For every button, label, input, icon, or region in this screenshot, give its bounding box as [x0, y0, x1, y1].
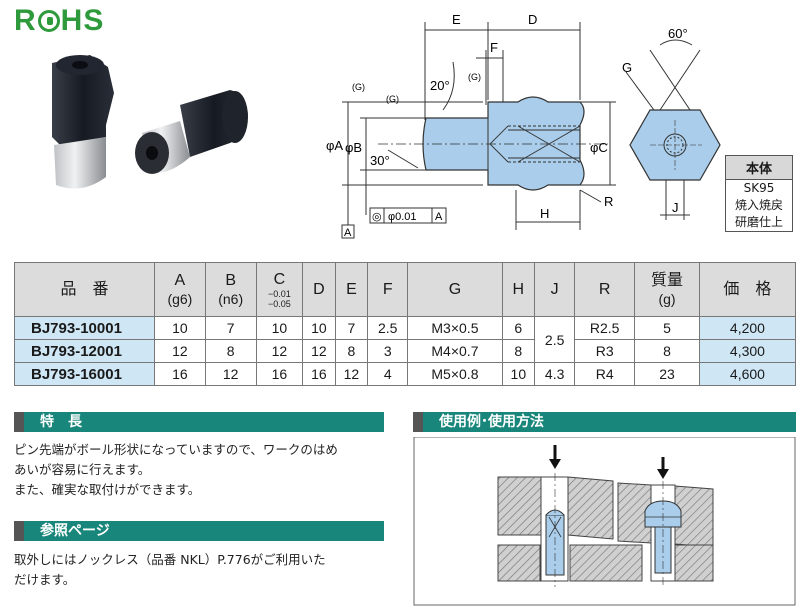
cell-d: 16	[302, 362, 336, 386]
cell-e: 8	[334, 339, 369, 363]
material-line: 研磨仕上	[734, 215, 783, 229]
hex-g-label: G	[622, 60, 632, 75]
material-line: SK95	[743, 181, 775, 195]
header-c: C−0.01−0.05	[255, 262, 304, 317]
dim-phic-label: φC	[590, 140, 608, 155]
angle-20-label: 20°	[430, 78, 450, 93]
header-a: A(g6)	[154, 262, 206, 317]
header-price: 価 格	[698, 262, 797, 317]
hex-angle-label: 60°	[668, 26, 688, 41]
dim-g-side-label: (G)	[352, 82, 365, 92]
cell-c: 16	[255, 362, 304, 386]
dim-e-label: E	[452, 12, 461, 27]
cell-e: 7	[334, 316, 369, 340]
material-line: 焼入焼戻	[734, 198, 783, 212]
dim-g-sym-label: (G)	[386, 94, 399, 104]
material-box: 本体 SK95 焼入焼戻 研磨仕上	[725, 155, 793, 232]
header-b: B(n6)	[204, 262, 257, 317]
cell-a: 16	[154, 362, 206, 386]
tol-value: φ0.01	[388, 211, 417, 223]
cell-b: 8	[204, 339, 257, 363]
header-d: D	[302, 262, 336, 317]
material-title: 本体	[726, 156, 792, 180]
angle-30-label: 30°	[370, 153, 390, 168]
cell-f: 3	[367, 339, 409, 363]
cell-c: 12	[255, 339, 304, 363]
table-header-row: 品 番 A(g6) B(n6) C−0.01−0.05 D E F G H J …	[14, 262, 797, 317]
cell-r: R3	[574, 339, 636, 363]
table-row: BJ793-16001 16 12 16 16 12 4 M5×0.8 10 4…	[14, 362, 797, 386]
header-part: 品 番	[14, 262, 155, 317]
features-text: ピン先端がボール形状になっていますので、ワークのはめ あいが容易に行えます。 ま…	[14, 442, 338, 497]
rohs-globe-icon	[37, 10, 60, 32]
cell-f: 4	[367, 362, 409, 386]
cell-j: 4.3	[534, 362, 576, 386]
reference-text: 取外しにはノックレス（品番 NKL）P.776がご利用いた だけます。	[14, 552, 326, 587]
spec-table: 品 番 A(g6) B(n6) C−0.01−0.05 D E F G H J …	[14, 262, 797, 386]
cell-j: 2.5	[534, 316, 576, 363]
cell-price: 4,300	[698, 339, 797, 363]
cell-mass: 23	[634, 362, 700, 386]
tol-ref: A	[435, 211, 443, 223]
dim-d-label: D	[528, 12, 537, 27]
dim-r-label: R	[604, 194, 613, 209]
cell-d: 10	[302, 316, 336, 340]
header-f: F	[367, 262, 409, 317]
cell-r: R4	[574, 362, 636, 386]
cell-h: 6	[501, 316, 536, 340]
cell-g: M5×0.8	[407, 362, 503, 386]
usage-heading: 使用例･使用方法	[413, 412, 796, 432]
tol-symbol: ◎	[372, 211, 382, 223]
dim-phia-label: φA	[326, 138, 343, 153]
header-j: J	[534, 262, 576, 317]
cell-part: BJ793-12001	[14, 339, 155, 363]
cell-mass: 8	[634, 339, 700, 363]
cell-a: 12	[154, 339, 206, 363]
cell-part: BJ793-10001	[14, 316, 155, 340]
cell-g: M3×0.5	[407, 316, 503, 340]
header-mass: 質量(g)	[634, 262, 700, 317]
table-row: BJ793-12001 12 8 12 12 8 3 M4×0.7 8 R3 8…	[14, 339, 797, 363]
cell-b: 12	[204, 362, 257, 386]
cell-r: R2.5	[574, 316, 636, 340]
cell-a: 10	[154, 316, 206, 340]
cell-h: 8	[501, 339, 536, 363]
press-arrow-icon	[549, 445, 561, 469]
dim-h-label: H	[540, 206, 549, 221]
cell-price: 4,200	[698, 316, 797, 340]
cell-e: 12	[334, 362, 369, 386]
cell-b: 7	[204, 316, 257, 340]
cell-price: 4,600	[698, 362, 797, 386]
dim-f-label: F	[490, 40, 498, 55]
cell-g: M4×0.7	[407, 339, 503, 363]
features-heading: 特 長	[14, 412, 384, 432]
hex-j-label: J	[672, 200, 679, 215]
datum-a-label: A	[344, 227, 352, 239]
cell-h: 10	[501, 362, 536, 386]
header-g: G	[407, 262, 503, 317]
cell-f: 2.5	[367, 316, 409, 340]
cell-mass: 5	[634, 316, 700, 340]
usage-diagram	[413, 437, 796, 606]
cell-part: BJ793-16001	[14, 362, 155, 386]
reference-heading: 参照ページ	[14, 521, 384, 541]
header-e: E	[334, 262, 369, 317]
cell-c: 10	[255, 316, 304, 340]
end-view-drawing: 60° G J	[622, 26, 721, 220]
dim-g-top-label: (G)	[468, 72, 481, 82]
header-h: H	[501, 262, 536, 317]
press-arrow-icon	[657, 457, 669, 479]
header-r: R	[574, 262, 636, 317]
dim-phib-label: φB	[345, 140, 362, 155]
table-row: BJ793-10001 10 7 10 10 7 2.5 M3×0.5 6 2.…	[14, 316, 797, 363]
side-view-drawing: E D F (G) (G) (G) 20° 30° φA φB φC H R A…	[326, 12, 616, 239]
product-photo	[52, 55, 248, 189]
cell-d: 12	[302, 339, 336, 363]
